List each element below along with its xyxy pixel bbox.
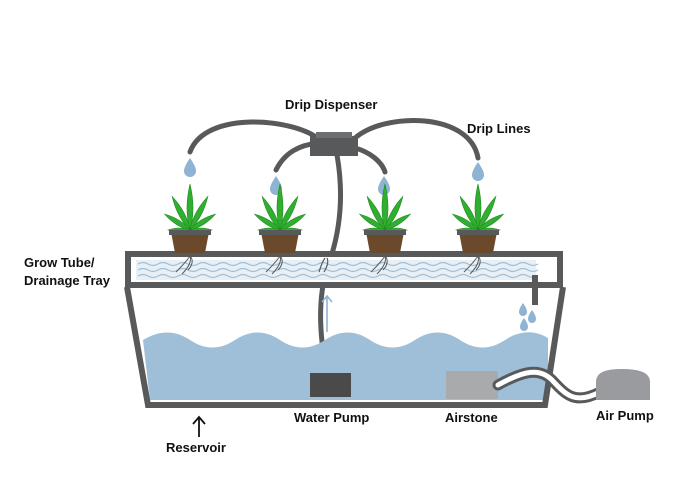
droplets <box>184 158 484 195</box>
leaflet <box>384 195 404 231</box>
water-droplet-icon <box>378 176 390 195</box>
water-droplet-icon <box>472 162 484 181</box>
tray-wave <box>137 267 539 273</box>
root-cluster <box>175 255 193 275</box>
label-reservoir: Reservoir <box>166 440 226 455</box>
label-drip-lines: Drip Lines <box>467 121 531 136</box>
leaflet <box>477 213 505 231</box>
reservoir-frame <box>124 286 566 408</box>
drip-line-right-inner <box>352 145 388 175</box>
plant-3 <box>358 183 412 253</box>
leaflet <box>279 195 299 231</box>
drip-dispenser <box>310 136 358 156</box>
leaflet <box>253 213 281 231</box>
arrow-up-icon <box>321 294 333 332</box>
plant-4 <box>451 183 505 253</box>
leaflet <box>189 213 217 231</box>
leaflet <box>189 195 209 231</box>
root-cluster <box>463 255 481 275</box>
cannabis-leaf-icon <box>163 183 217 233</box>
water-droplet-icon <box>184 158 196 177</box>
water-droplet-icon <box>528 310 536 323</box>
plant-2 <box>253 183 307 253</box>
pot <box>459 232 497 253</box>
arrow-up-icon <box>192 415 206 437</box>
pot <box>366 232 404 253</box>
airstone <box>446 371 498 399</box>
cannabis-leaf-icon <box>358 183 412 233</box>
air-hose-inner <box>495 369 603 401</box>
drain-outlet <box>532 275 538 305</box>
leaflet <box>474 183 482 232</box>
leaflet <box>366 195 386 231</box>
plants <box>163 183 505 253</box>
tray-waves <box>137 261 539 279</box>
leaflet <box>171 195 191 231</box>
root-cluster <box>370 255 388 275</box>
leaflet <box>384 213 412 231</box>
pot-rim <box>259 230 301 235</box>
drip-dispenser-cap <box>316 132 352 138</box>
air-pump <box>596 369 650 400</box>
pot-rim <box>169 230 211 235</box>
feed-line-roots <box>318 257 329 273</box>
leaflet <box>261 195 281 231</box>
label-drip-dispenser: Drip Dispenser <box>285 97 378 112</box>
tray-wave <box>137 273 539 279</box>
drain-droplets <box>519 303 536 331</box>
leaflet <box>477 195 497 231</box>
cannabis-leaf-icon <box>451 183 505 233</box>
roots <box>175 255 481 275</box>
drip-line-right-outer <box>352 117 481 161</box>
leaflet <box>381 183 389 232</box>
drip-lines <box>187 117 481 175</box>
leaflet <box>451 213 479 231</box>
label-grow-tube: Grow Tube/ Drainage Tray <box>24 254 134 290</box>
cannabis-leaf-icon <box>253 183 307 233</box>
pot-rim <box>457 230 499 235</box>
water-droplet-icon <box>520 318 528 331</box>
leaflet <box>276 183 284 232</box>
drip-line-left-outer <box>187 119 323 155</box>
water-droplet-icon <box>519 303 527 316</box>
label-airstone: Airstone <box>445 410 498 425</box>
leaflet <box>358 213 386 231</box>
label-grow-tube-line2: Drainage Tray <box>24 273 110 288</box>
pot <box>261 232 299 253</box>
leaflet <box>279 213 307 231</box>
plant-1 <box>163 183 217 253</box>
leaflet <box>459 195 479 231</box>
leaflet <box>163 213 191 231</box>
root-cluster <box>265 255 283 275</box>
leaflet <box>186 183 194 232</box>
label-air-pump: Air Pump <box>596 408 654 423</box>
pot-rim <box>364 230 406 235</box>
label-grow-tube-line1: Grow Tube/ <box>24 255 95 270</box>
water-pump <box>310 373 351 397</box>
label-water-pump: Water Pump <box>294 410 370 425</box>
pot <box>171 232 209 253</box>
